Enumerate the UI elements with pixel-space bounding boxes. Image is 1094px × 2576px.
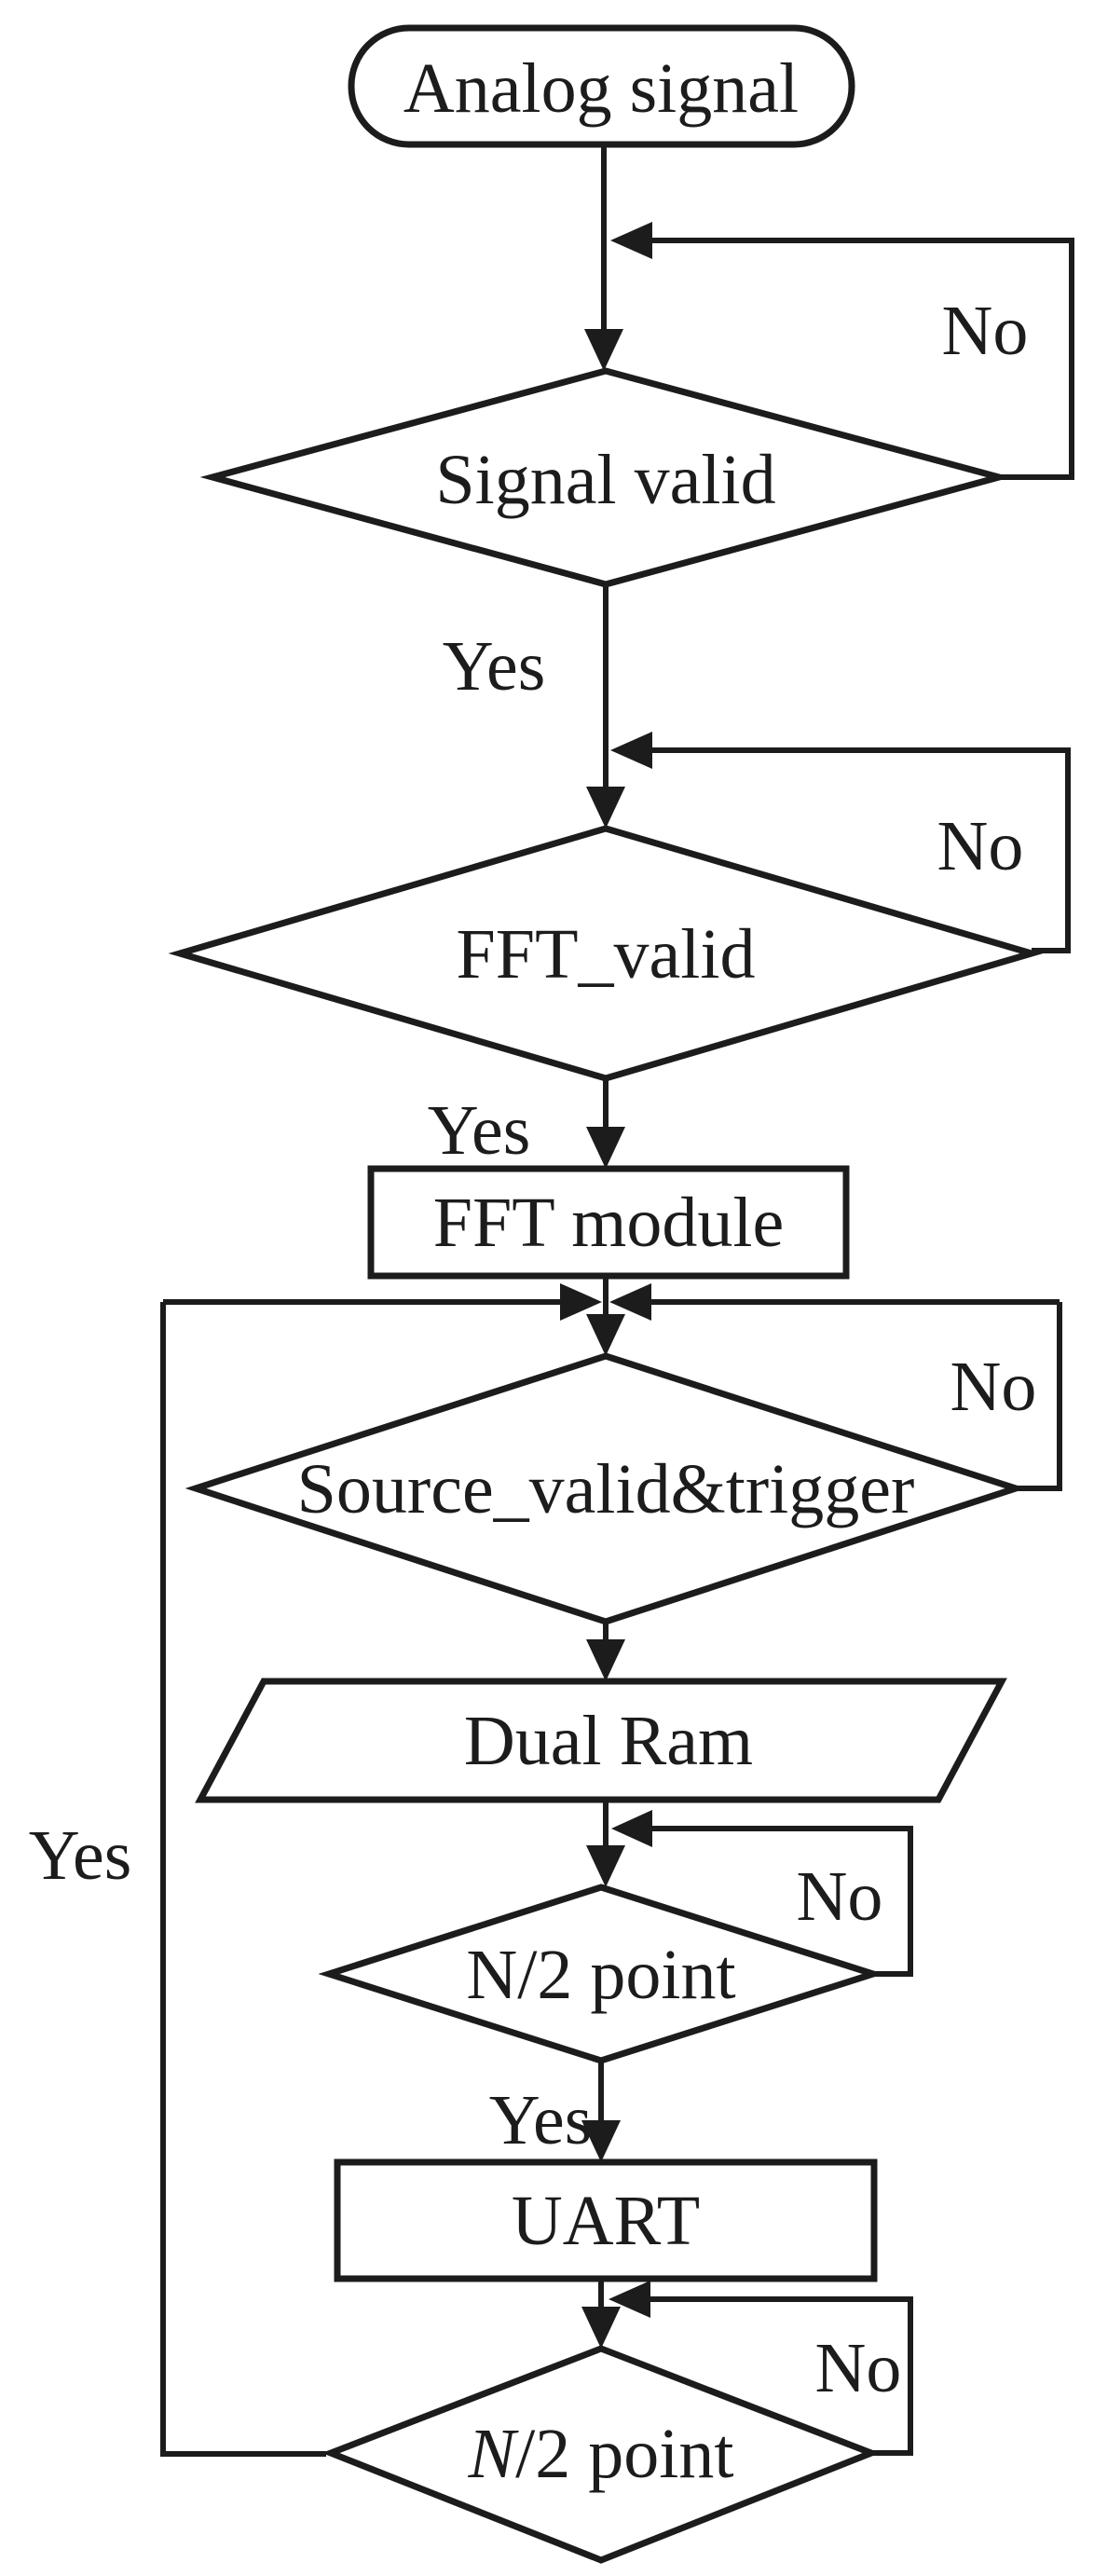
n2-point-second-label: N/2 point <box>467 2415 733 2493</box>
arrowhead-down <box>581 2120 621 2162</box>
fft-valid-no-label: No <box>937 807 1024 885</box>
node-start-terminator <box>348 24 855 148</box>
arrowhead-right <box>560 1283 602 1321</box>
node-dual-ram-parallelogram <box>195 1678 1007 1803</box>
uart-label: UART <box>512 2182 700 2260</box>
arrowhead-down <box>586 1845 625 1887</box>
n2-second-yes-label: Yes <box>29 1816 132 1895</box>
dual-ram-label: Dual Ram <box>464 1702 753 1780</box>
arrowhead-left <box>610 732 652 769</box>
node-fft-module-process <box>367 1165 850 1280</box>
edge-uart-to-n2-second <box>581 2279 621 2349</box>
n2-point-first-label: N/2 point <box>466 1936 735 2014</box>
node-uart-process <box>334 2158 878 2282</box>
edge-fft-valid-no-loop <box>610 732 1071 953</box>
merge-junction <box>163 1283 1060 1321</box>
edge-signal-valid-no-loop <box>610 222 1074 480</box>
arrowhead-left <box>609 2281 650 2318</box>
fft-valid-yes-label: Yes <box>428 1091 531 1170</box>
source-valid-no-label: No <box>950 1348 1037 1426</box>
start-label: Analog signal <box>403 49 799 128</box>
node-source-valid-decision <box>185 1352 1027 1625</box>
arrowhead-down <box>581 2307 621 2349</box>
signal-valid-yes-label: Yes <box>443 627 546 706</box>
arrowhead-left <box>610 222 652 259</box>
edge-signal-valid-yes <box>586 584 625 829</box>
edge-source-valid-to-dual-ram <box>586 1622 625 1681</box>
edge-n2-second-yes-loop <box>160 1302 326 2457</box>
node-n2-point-second-decision <box>321 2345 881 2564</box>
node-fft-valid-decision <box>168 825 1044 1082</box>
signal-valid-no-label: No <box>942 292 1029 370</box>
arrowhead-down <box>586 787 625 829</box>
edge-uart-no-loop <box>609 2281 913 2456</box>
arrowhead-down <box>586 1639 625 1681</box>
n2-first-yes-label: Yes <box>489 2081 593 2159</box>
edge-n2-first-no-loop <box>611 1810 913 1977</box>
source-valid-label: Source_valid&trigger <box>297 1450 915 1528</box>
node-signal-valid-decision <box>199 367 1012 588</box>
arrowhead-left <box>611 1810 652 1847</box>
arrowhead-left <box>609 1283 651 1321</box>
n2-first-no-label: No <box>797 1857 883 1936</box>
edge-n2-first-yes <box>581 2061 621 2162</box>
edge-fft-module-to-source-valid <box>586 1276 625 1356</box>
node-n2-point-first-decision <box>318 1884 884 2064</box>
fft-module-label: FFT module <box>433 1184 785 1262</box>
uart-loop-no-label: No <box>815 2329 902 2407</box>
arrowhead-down <box>586 1127 625 1169</box>
arrowhead-down <box>586 1314 625 1356</box>
edge-fft-valid-yes <box>586 1078 625 1169</box>
arrowhead-down <box>584 329 623 371</box>
edge-source-valid-no-loop <box>1016 1302 1062 1491</box>
edge-dual-ram-to-n2-first <box>586 1800 625 1887</box>
edge-start-to-signal-valid <box>584 144 623 371</box>
signal-valid-label: Signal valid <box>435 441 775 519</box>
fft-valid-label: FFT_valid <box>457 915 756 993</box>
